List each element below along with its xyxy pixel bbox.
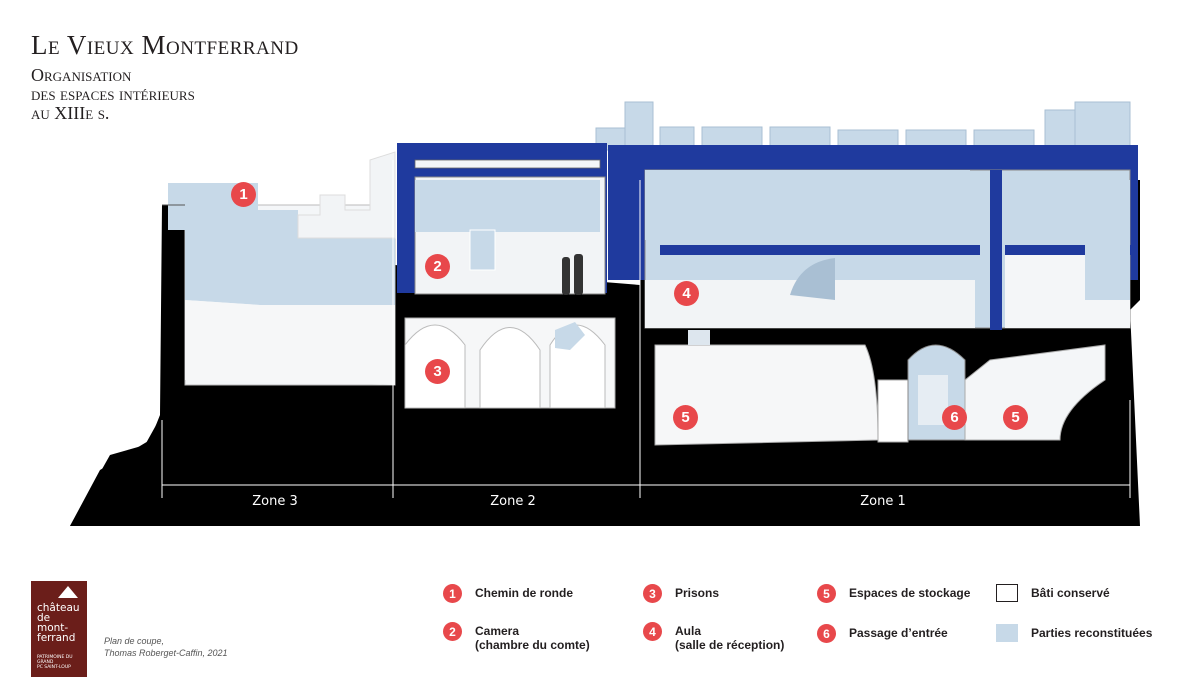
legend-item-2: 2 Camera(chambre du comte): [443, 622, 590, 652]
marker-1: 1: [231, 182, 256, 207]
legend-text-4: Aula(salle de réception): [675, 624, 785, 652]
legend-text-3: Prisons: [675, 586, 720, 600]
legend-swatch-text-reconstructed: Parties reconstituées: [1031, 626, 1153, 640]
zone-1-label: Zone 1: [860, 494, 906, 509]
legend-item-3: 3 Prisons: [643, 584, 719, 603]
marker-3: 3: [425, 359, 450, 384]
legend-item-4: 4 Aula(salle de réception): [643, 622, 784, 652]
zone1-aula: [608, 145, 1138, 330]
marker-5-right: 5: [1003, 405, 1028, 430]
section-drawing: [70, 101, 1140, 526]
legend-swatch-conserved: Bâti conservé: [996, 584, 1110, 602]
legend-num-2: 2: [443, 622, 462, 641]
swatch-conserved: [996, 584, 1018, 602]
subtitle-line-1: Organisation: [31, 65, 132, 85]
legend-item-5: 5 Espaces de stockage: [817, 584, 970, 603]
zone2-prisons: [404, 317, 616, 409]
figures-silhouette: [562, 254, 583, 295]
subtitle-line-3: au XIIIe s.: [31, 103, 110, 123]
marker-4: 4: [674, 281, 699, 306]
marker-5-left: 5: [673, 405, 698, 430]
legend-num-5: 5: [817, 584, 836, 603]
credit: Plan de coupe, Thomas Roberget-Caffin, 2…: [104, 636, 228, 658]
legend-num-6: 6: [817, 624, 836, 643]
legend-text-2: Camera(chambre du comte): [475, 624, 590, 652]
subtitle-line-2: des espaces intérieurs: [31, 84, 195, 104]
ground-left: [70, 418, 162, 526]
logo-triangle-icon: [58, 586, 78, 598]
logo-name: château de mont- ferrand: [37, 602, 80, 644]
marker-6: 6: [942, 405, 967, 430]
reconstructed-crenellations: [595, 101, 1131, 151]
legend-text-6: Passage d’entrée: [849, 626, 948, 640]
swatch-reconstructed: [996, 624, 1018, 642]
legend-swatch-reconstructed: Parties reconstituées: [996, 624, 1152, 642]
page-title: Le Vieux Montferrand: [31, 30, 299, 60]
zone3-tower: [162, 151, 396, 386]
legend-num-3: 3: [643, 584, 662, 603]
legend-swatch-text-conserved: Bâti conservé: [1031, 586, 1110, 600]
legend-num-4: 4: [643, 622, 662, 641]
legend-text-5: Espaces de stockage: [849, 586, 971, 600]
title-block: Le Vieux Montferrand Organisation des es…: [31, 30, 299, 123]
logo-small-text: PATRIMOINE DU GRAND PC SAINT-LOUP: [37, 655, 73, 670]
marker-2: 2: [425, 254, 450, 279]
zone-3-label: Zone 3: [252, 494, 298, 509]
legend-text-1: Chemin de ronde: [475, 586, 574, 600]
zone-2-label: Zone 2: [490, 494, 536, 509]
chateau-logo: château de mont- ferrand PATRIMOINE DU G…: [31, 581, 87, 677]
legend-item-6: 6 Passage d’entrée: [817, 624, 948, 643]
legend-item-1: 1 Chemin de ronde: [443, 584, 573, 603]
legend-num-1: 1: [443, 584, 462, 603]
